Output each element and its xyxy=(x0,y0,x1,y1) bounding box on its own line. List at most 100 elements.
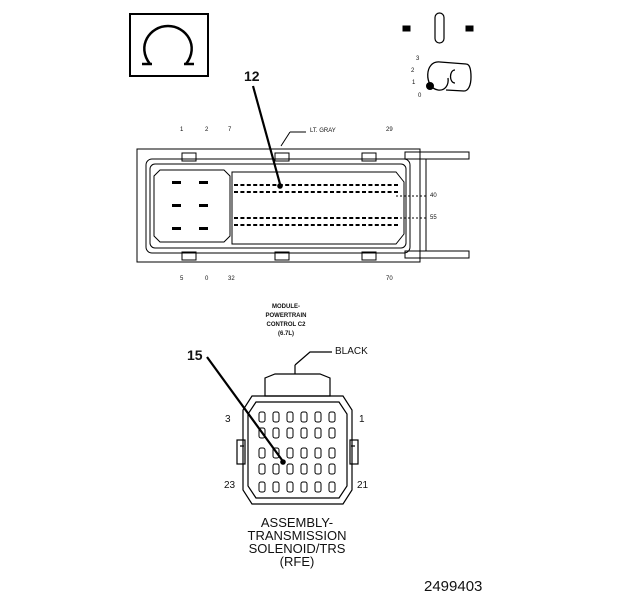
terminal-cavity xyxy=(328,463,336,475)
terminal-slot xyxy=(336,184,341,186)
terminal-cavity xyxy=(258,411,266,423)
terminal-slot xyxy=(336,191,341,193)
terminal-slot xyxy=(272,217,277,219)
terminal-slot xyxy=(298,217,302,219)
terminal-cavity xyxy=(314,447,322,459)
assembly-title: ASSEMBLY- TRANSMISSION SOLENOID/TRS (RFE… xyxy=(237,516,357,568)
terminal-slot xyxy=(387,224,392,226)
terminal-slot xyxy=(310,184,315,186)
terminal-slot xyxy=(285,184,290,186)
terminal-slot xyxy=(285,191,290,193)
pin-label-21: 21 xyxy=(357,480,369,491)
terminal-slot xyxy=(374,191,379,193)
module-label-line-3: CONTROL C2 xyxy=(266,322,306,328)
terminal-cavity xyxy=(300,411,308,423)
terminal-slot xyxy=(374,217,379,219)
terminal-slot xyxy=(323,217,328,219)
terminal-cavity xyxy=(314,463,322,475)
terminal-slot xyxy=(291,224,296,226)
terminal-slot xyxy=(253,217,258,219)
terminal-slot xyxy=(330,191,334,193)
module-label-line-1: MODULE- xyxy=(272,304,300,310)
terminal-slot xyxy=(362,191,366,193)
connector-color-label-black: BLACK xyxy=(335,346,368,357)
terminal-slot xyxy=(298,184,302,186)
terminal-cavity xyxy=(272,427,280,439)
terminal-cavity xyxy=(258,447,266,459)
terminal-slot xyxy=(298,191,302,193)
figure-number: 2499403 xyxy=(424,578,483,595)
terminal-cavity xyxy=(328,411,336,423)
assembly-title-line-1: ASSEMBLY- xyxy=(260,515,334,530)
terminal-slot xyxy=(381,184,386,186)
terminal-slot xyxy=(240,217,245,219)
terminal-cavity xyxy=(328,427,336,439)
key-position-1: 1 xyxy=(412,80,416,86)
terminal-cavity xyxy=(258,463,266,475)
terminal-slot xyxy=(362,184,366,186)
callout-number-12: 12 xyxy=(244,68,260,84)
terminal-slot xyxy=(381,191,386,193)
terminal-slot xyxy=(304,184,309,186)
terminal-slot xyxy=(253,224,258,226)
assembly-title-line-2: TRANSMISSION xyxy=(247,528,347,543)
terminal-cavity xyxy=(258,481,266,493)
pin-label-5: 5 xyxy=(180,276,184,282)
terminal-cavity xyxy=(286,447,294,459)
terminal-slot xyxy=(240,224,245,226)
assembly-title-line-4: (RFE) xyxy=(279,554,315,569)
callout-arrow-15 xyxy=(206,356,286,465)
terminal-slot xyxy=(253,191,258,193)
terminal-slot xyxy=(266,217,270,219)
pin-label-32: 32 xyxy=(228,276,235,282)
terminal-slot xyxy=(272,184,277,186)
pin-label-3: 3 xyxy=(225,414,231,425)
module-label: MODULE- POWERTRAIN CONTROL C2 (6.7L) xyxy=(246,303,326,339)
terminal-cavity xyxy=(272,463,280,475)
terminal-slot xyxy=(355,184,360,186)
powertrain-module-connector xyxy=(136,131,470,263)
terminal-slot xyxy=(368,224,373,226)
terminal-slot xyxy=(310,217,315,219)
terminal-slot xyxy=(259,191,264,193)
pin-label-23: 23 xyxy=(224,480,236,491)
terminal-slot xyxy=(362,224,366,226)
terminal-slot xyxy=(278,224,283,226)
terminal-slot xyxy=(381,224,386,226)
key-position-2: 2 xyxy=(411,68,415,74)
terminal-slot xyxy=(234,191,238,193)
terminal-slot xyxy=(387,191,392,193)
terminal-slot xyxy=(336,217,341,219)
terminal-slot xyxy=(342,191,347,193)
terminal-cavity xyxy=(300,427,308,439)
terminal-cavity xyxy=(300,481,308,493)
terminal-slot xyxy=(285,224,290,226)
terminal-slot xyxy=(234,184,238,186)
terminal-slot xyxy=(374,224,379,226)
callout-arrow-12 xyxy=(251,85,283,189)
terminal-slot xyxy=(240,184,245,186)
pin-label-1: 1 xyxy=(180,127,184,133)
terminal-slot xyxy=(349,191,354,193)
terminal-cavity xyxy=(300,447,308,459)
terminal-slot xyxy=(259,224,264,226)
terminal-slot xyxy=(253,184,258,186)
terminal-slot xyxy=(240,191,245,193)
terminal-slot xyxy=(362,217,366,219)
terminal-slot xyxy=(317,184,322,186)
terminal-slot xyxy=(330,217,334,219)
terminal-slot xyxy=(349,217,354,219)
terminal-slot xyxy=(368,184,373,186)
terminal-slot xyxy=(387,184,392,186)
terminal-slot xyxy=(246,217,251,219)
pin-label-29: 29 xyxy=(386,127,393,133)
terminal-slot xyxy=(266,191,270,193)
terminal-slot xyxy=(355,224,360,226)
terminal-slot xyxy=(317,224,322,226)
terminal-slot xyxy=(298,224,302,226)
terminal-slot xyxy=(387,217,392,219)
terminal-slot xyxy=(304,224,309,226)
terminal-slot xyxy=(394,224,398,226)
terminal-slot xyxy=(349,184,354,186)
